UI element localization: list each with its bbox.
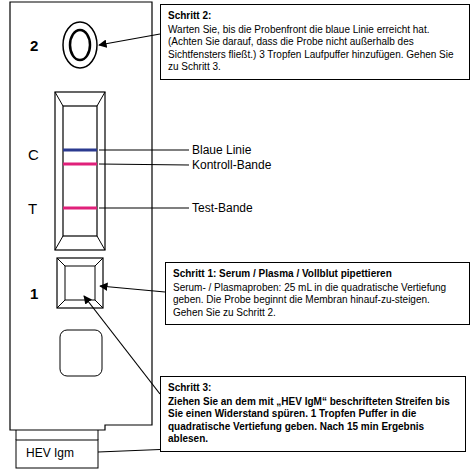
tab-edge [16, 430, 98, 440]
grip-recess [60, 330, 102, 376]
band-label: Blaue Linie [192, 143, 251, 157]
well-bevel [57, 258, 103, 308]
step-body: Warten Sie, bis die Probenfront die blau… [168, 24, 462, 74]
step-heading: Schritt 3: [168, 382, 458, 395]
window-bevel [55, 92, 105, 250]
part-label: HEV Igm [26, 446, 74, 460]
part-label: 1 [30, 285, 38, 302]
step-heading: Schritt 2: [168, 10, 462, 23]
part-label: C [28, 146, 39, 163]
leader-line [99, 149, 189, 150]
pull-tab [16, 440, 98, 468]
buffer-well-inner [70, 30, 90, 60]
test-band [63, 207, 97, 210]
buffer-well [63, 22, 97, 68]
band-label: Kontroll-Bande [192, 158, 271, 172]
step-body: Ziehen Sie an dem mit „HEV IgM“ beschrif… [168, 396, 458, 446]
result-window [63, 106, 97, 236]
control-band [63, 163, 97, 166]
step-callout: Schritt 2:Warten Sie, bis die Probenfron… [160, 4, 470, 80]
step-heading: Schritt 1: Serum / Plasma / Vollblut pip… [173, 268, 462, 281]
leader-line [99, 164, 189, 165]
band-label: Test-Bande [192, 201, 253, 215]
leader-line [98, 450, 160, 453]
step-callout: Schritt 1: Serum / Plasma / Vollblut pip… [165, 262, 470, 325]
part-label: 2 [30, 37, 38, 54]
step-body: Serum- / Plasmaproben: 25 mL in die quad… [173, 282, 462, 320]
leader-line [99, 207, 189, 208]
sample-well-inner [65, 266, 95, 300]
window-frame [55, 92, 105, 250]
cassette-body [10, 2, 152, 430]
leader-line [99, 34, 160, 45]
part-label: T [28, 200, 37, 217]
step-callout: Schritt 3:Ziehen Sie an dem mit „HEV IgM… [160, 376, 466, 452]
sample-well [57, 258, 103, 308]
leader-line [100, 286, 165, 292]
blue-line [63, 149, 97, 152]
leader-line [84, 296, 160, 394]
